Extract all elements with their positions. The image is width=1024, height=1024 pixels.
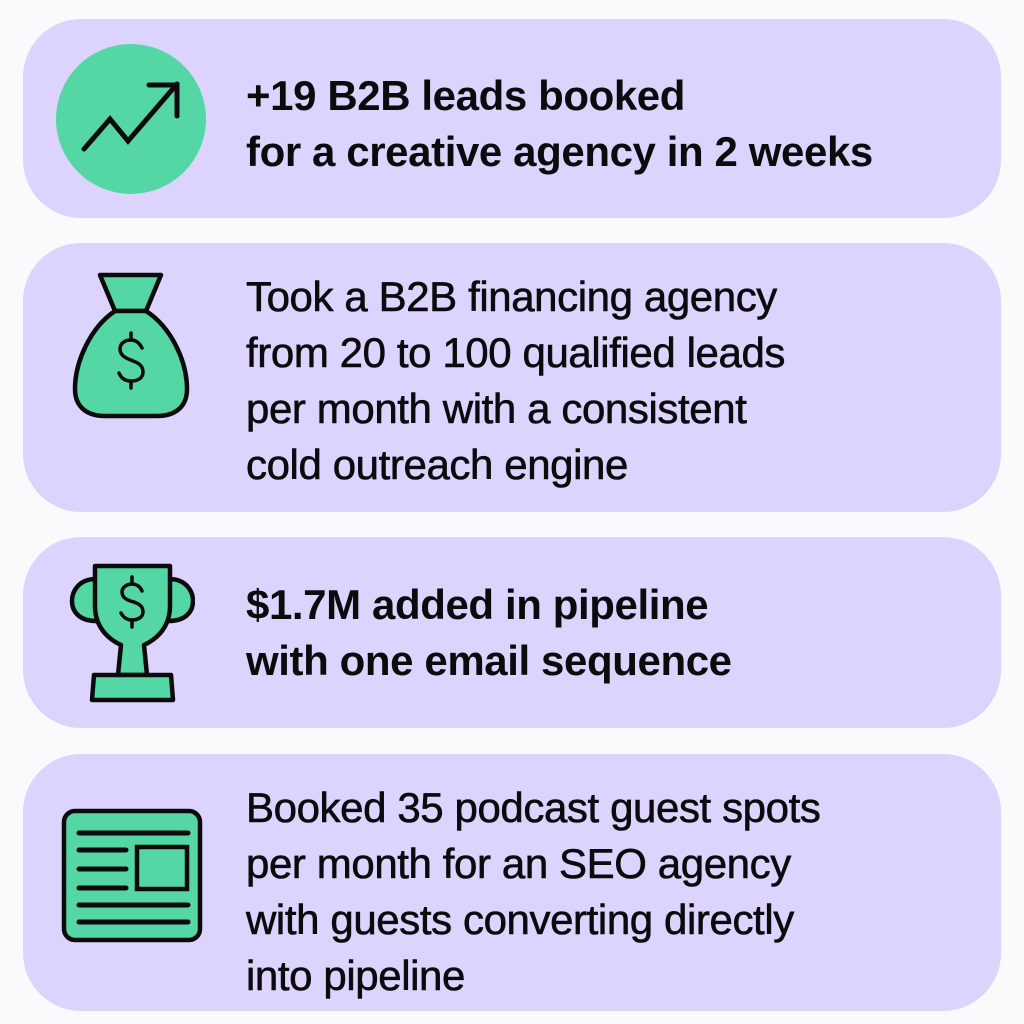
money-bag-icon: [71, 271, 191, 423]
result-text-line: from 20 to 100 qualified leads: [246, 329, 786, 377]
result-text-line: with guests converting directly: [246, 896, 795, 944]
result-text: +19 B2B leads booked for a creative agen…: [246, 68, 981, 180]
result-text-line: into pipeline: [246, 952, 466, 1000]
result-text: Took a B2B financing agency from 20 to 1…: [246, 269, 981, 493]
result-text-line: Took a B2B financing agency: [246, 273, 778, 321]
trending-up-icon: [55, 44, 207, 196]
result-text-line: per month for an SEO agency: [246, 840, 792, 888]
result-text-line: per month with a consistent: [246, 385, 747, 433]
result-text-line: Booked 35 podcast guest spots: [246, 784, 821, 832]
result-text-line: $1.7M added in pipeline: [246, 581, 709, 628]
result-text-line: cold outreach engine: [246, 441, 629, 489]
result-text-line: +19 B2B leads booked: [246, 72, 686, 119]
result-card-pipeline: $1.7M added in pipeline with one email s…: [23, 537, 1001, 728]
result-card-leads-booked: +19 B2B leads booked for a creative agen…: [23, 19, 1001, 218]
result-card-financing-agency: Took a B2B financing agency from 20 to 1…: [23, 243, 1001, 512]
result-text-line: for a creative agency in 2 weeks: [246, 128, 873, 175]
trophy-icon: [69, 561, 195, 707]
result-text-line: with one email sequence: [246, 637, 732, 684]
result-text: $1.7M added in pipeline with one email s…: [246, 577, 981, 689]
result-card-podcast-spots: Booked 35 podcast guest spots per month …: [23, 754, 1001, 1011]
newspaper-icon: [61, 808, 203, 944]
result-text: Booked 35 podcast guest spots per month …: [246, 780, 981, 1004]
